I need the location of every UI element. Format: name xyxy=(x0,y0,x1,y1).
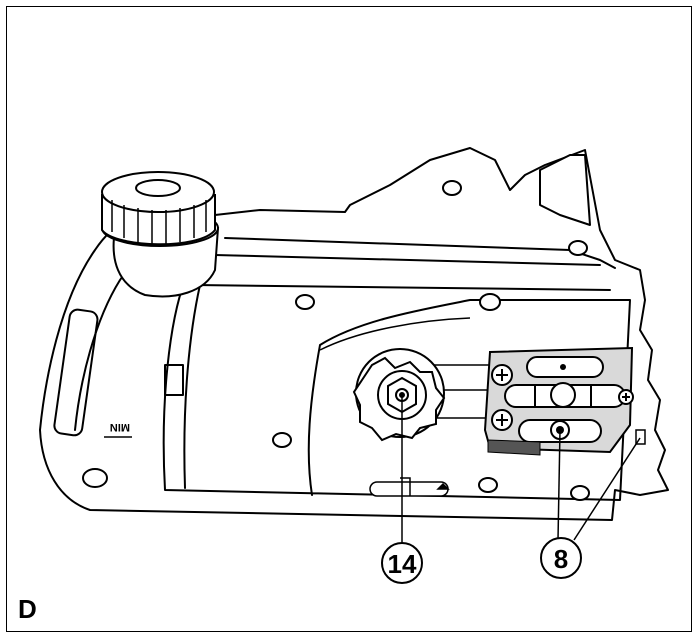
chain-band xyxy=(487,439,541,456)
chain-curve xyxy=(319,317,471,351)
guide-plate xyxy=(483,346,646,456)
side-cover-edge xyxy=(183,284,201,489)
leader-8a xyxy=(557,429,561,541)
figure-frame xyxy=(6,6,692,632)
housing-outline xyxy=(39,147,669,521)
callout-14-label: 14 xyxy=(388,549,417,579)
top-rail-inner xyxy=(214,254,601,266)
callout-8-label: 8 xyxy=(554,544,568,574)
hole-top xyxy=(442,180,462,196)
hole-lower-2 xyxy=(478,477,498,493)
hole-cover-2 xyxy=(479,293,501,311)
oil-cap xyxy=(101,171,220,298)
callout-14: 14 xyxy=(381,542,423,584)
top-rail-outer xyxy=(224,237,616,269)
hole-cover-1 xyxy=(295,294,315,310)
plus-screw-2 xyxy=(491,409,513,431)
callout-8: 8 xyxy=(540,537,582,579)
sprocket-nut xyxy=(352,348,446,442)
rear-bumper xyxy=(539,154,591,226)
hole-front xyxy=(82,468,108,488)
min-mark: MIN xyxy=(110,421,130,433)
hole-lower-3 xyxy=(570,485,590,501)
plus-screw-3 xyxy=(618,389,634,405)
handle-slot xyxy=(53,308,99,437)
hole-lower-1 xyxy=(272,432,292,448)
side-cover-outline xyxy=(162,279,631,501)
plus-screw-1 xyxy=(491,364,513,386)
panel-label: D xyxy=(18,594,37,624)
side-tab xyxy=(164,364,184,396)
top-rail-lower xyxy=(194,284,611,291)
leader-8b xyxy=(573,437,641,541)
hole-rear xyxy=(568,240,588,256)
rotation-arrow xyxy=(369,477,450,497)
